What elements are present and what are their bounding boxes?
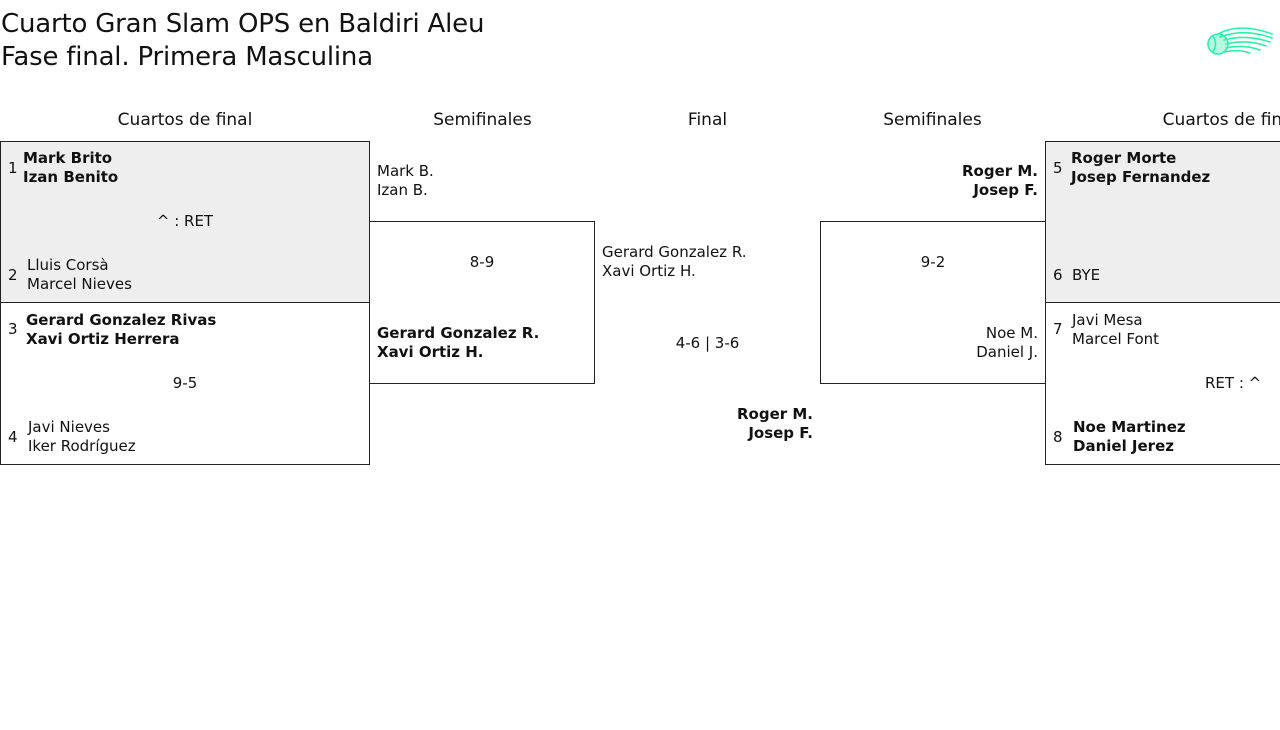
- player-name: Marcel Nieves: [27, 275, 132, 293]
- seed-number: 5: [1053, 159, 1063, 177]
- player-name: Roger M.: [736, 405, 813, 423]
- player-name: Gerard Gonzalez R.: [377, 324, 540, 342]
- player-name: Mark B.: [377, 162, 434, 180]
- seed-number: 7: [1053, 320, 1063, 338]
- player-name: Daniel Jerez: [1073, 437, 1174, 455]
- player-name: Xavi Ortiz H.: [377, 343, 484, 361]
- seed-number: 8: [1053, 428, 1063, 446]
- match-left-qf1: [0, 141, 370, 303]
- player-name: Roger Morte: [1071, 149, 1177, 167]
- match-result: RET : ^: [1205, 374, 1262, 392]
- seed-number: 6: [1053, 266, 1063, 284]
- player-name: Daniel J.: [976, 343, 1038, 361]
- match-result: 9-5: [172, 374, 198, 392]
- seed-number: 2: [8, 266, 18, 284]
- match-right-qf1: [1045, 141, 1280, 303]
- match-right-qf2: [1045, 302, 1280, 465]
- match-result: 4-6 | 3-6: [675, 334, 740, 352]
- player-name: Lluis Corsà: [27, 256, 109, 274]
- player-name: Gerard Gonzalez Rivas: [26, 311, 217, 329]
- player-name: Noe M.: [985, 324, 1038, 342]
- match-result: 8-9: [469, 253, 495, 271]
- player-name: Noe Martinez: [1073, 418, 1186, 436]
- match-result: ^ : RET: [156, 212, 214, 230]
- round-heading-right-semis: Semifinales: [883, 110, 982, 130]
- page-title-line2: Fase final. Primera Masculina: [1, 42, 373, 72]
- seed-number: 1: [8, 159, 18, 177]
- round-heading-left-quarters: Cuartos de final: [117, 110, 253, 130]
- match-result: 9-2: [920, 253, 946, 271]
- page-title-line1: Cuarto Gran Slam OPS en Baldiri Aleu: [1, 9, 485, 39]
- round-heading-left-semis: Semifinales: [433, 110, 532, 130]
- player-name: Marcel Font: [1072, 330, 1160, 348]
- round-heading-final: Final: [687, 110, 728, 130]
- player-name: Javi Mesa: [1072, 311, 1143, 329]
- player-name: Xavi Ortiz H.: [602, 262, 696, 280]
- player-name: Roger M.: [961, 162, 1038, 180]
- match-left-sf: [369, 221, 595, 384]
- seed-number: 4: [8, 428, 18, 446]
- player-name: Xavi Ortiz Herrera: [26, 330, 180, 348]
- player-name: BYE: [1072, 266, 1101, 284]
- round-heading-right-quarters: Cuartos de final: [1162, 110, 1280, 130]
- player-name: Iker Rodríguez: [28, 437, 136, 455]
- player-name: Josep F.: [748, 424, 813, 442]
- player-name: Izan B.: [377, 181, 428, 199]
- player-name: Gerard Gonzalez R.: [602, 243, 747, 261]
- player-name: Javi Nieves: [28, 418, 110, 436]
- player-name: Izan Benito: [23, 168, 119, 186]
- player-name: Josep Fernandez: [1071, 168, 1211, 186]
- tennis-ball-comet-icon: [1207, 27, 1273, 55]
- player-name: Josep F.: [973, 181, 1038, 199]
- player-name: Mark Brito: [23, 149, 113, 167]
- seed-number: 3: [8, 320, 18, 338]
